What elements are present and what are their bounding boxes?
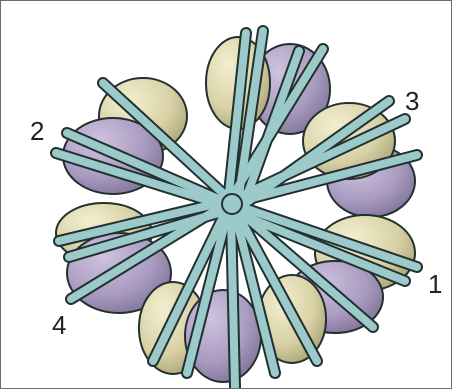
label-3: 3: [405, 88, 419, 114]
label-4: 4: [52, 312, 66, 338]
label-2: 2: [30, 118, 44, 144]
label-1: 1: [428, 271, 442, 297]
fiber-hub: [222, 194, 242, 214]
